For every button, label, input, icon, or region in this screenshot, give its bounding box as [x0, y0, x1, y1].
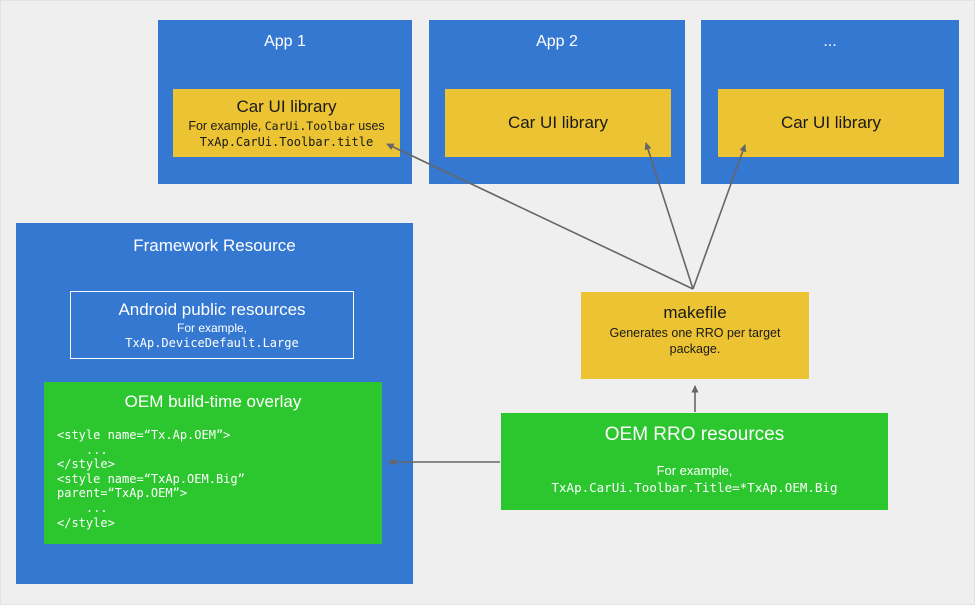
overlay-code-line-6: ... — [57, 500, 108, 515]
app1-car-ui-library-box: Car UI library For example, CarUi.Toolba… — [173, 89, 400, 157]
app2-car-ui-library-box: Car UI library — [445, 89, 671, 157]
oem-build-time-overlay-box: OEM build-time overlay <style name=“Tx.A… — [44, 382, 382, 544]
app-more-car-ui-library-box: Car UI library — [718, 89, 944, 157]
app-more-library-title: Car UI library — [780, 113, 882, 132]
oem-rro-resources-title: OEM RRO resources — [604, 424, 785, 445]
overlay-code-line-5: parent=“TxAp.OEM”> — [57, 486, 188, 501]
app1-example-code: CarUi.Toolbar — [264, 118, 355, 133]
app1-title: App 1 — [264, 33, 306, 50]
overlay-code-line-3: </style> — [57, 457, 115, 472]
oem-rro-example-label: For example, — [656, 463, 733, 478]
app-more-title: ... — [823, 33, 837, 50]
oem-build-time-overlay-title: OEM build-time overlay — [124, 392, 302, 411]
android-public-resources-title: Android public resources — [118, 300, 306, 319]
overlay-code-line-1: <style name=“Tx.Ap.OEM”> — [57, 428, 231, 442]
android-public-resources-example-code: TxAp.DeviceDefault.Large — [125, 336, 299, 350]
app2-library-title: Car UI library — [507, 113, 609, 132]
app1-library-title: Car UI library — [236, 97, 337, 117]
app1-example-code-line2: TxAp.CarUi.Toolbar.title — [199, 134, 374, 149]
overlay-code-line-7: </style> — [57, 515, 115, 530]
framework-resource-title: Framework Resource — [133, 236, 296, 255]
overlay-code-line-2: ... — [57, 442, 108, 457]
android-public-resources-example-label: For example, — [176, 321, 248, 335]
overlay-code-line-4: <style name=“TxAp.OEM.Big” — [57, 471, 245, 486]
app1-example-prefix: For example, — [188, 118, 265, 133]
app2-title: App 2 — [536, 33, 578, 50]
makefile-box: makefile Generates one RRO per target pa… — [581, 292, 809, 379]
makefile-subtitle: Generates one RRO per target package. — [609, 326, 781, 357]
android-public-resources-box: Android public resources For example, Tx… — [70, 291, 354, 359]
app1-library-example: For example, CarUi.Toolbar uses — [188, 119, 384, 133]
oem-build-time-overlay-code: <style name=“Tx.Ap.OEM”> ... </style> <s… — [57, 428, 382, 530]
oem-rro-resources-box: OEM RRO resources For example, TxAp.CarU… — [501, 413, 888, 510]
app1-example-suffix: uses — [354, 118, 385, 133]
makefile-title: makefile — [663, 303, 727, 322]
oem-rro-example-code: TxAp.CarUi.Toolbar.Title=*TxAp.OEM.Big — [551, 480, 838, 495]
